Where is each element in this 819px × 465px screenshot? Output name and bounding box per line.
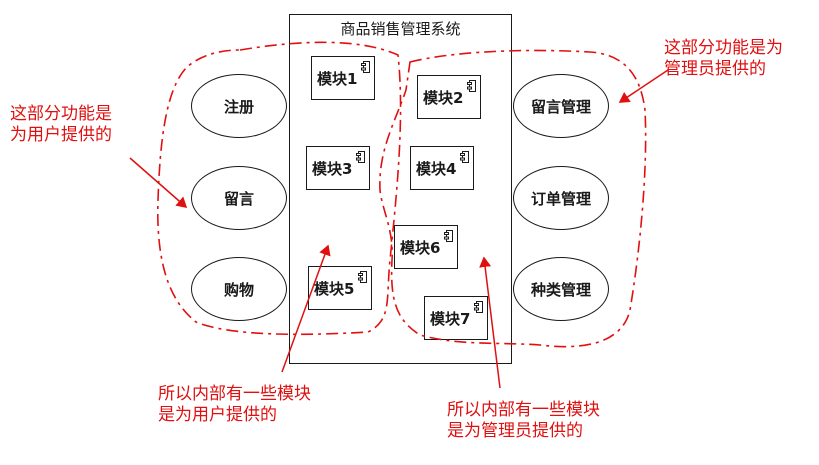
system-boundary xyxy=(289,14,512,364)
note-line: 是为管理员提供的 xyxy=(447,421,583,441)
component-icon xyxy=(358,271,367,283)
component-icon xyxy=(460,151,469,163)
usecase-label: 种类管理 xyxy=(530,280,591,299)
module-2[interactable]: 模块2 xyxy=(417,75,481,119)
module-label: 模块2 xyxy=(423,89,464,107)
note-user-side: 这部分功能是 为用户提供的 xyxy=(10,104,112,146)
usecase-category-management[interactable]: 种类管理 xyxy=(513,257,609,321)
arrow-admin-modules-note xyxy=(479,256,501,389)
component-icon xyxy=(474,301,483,313)
component-icon xyxy=(444,230,453,242)
component-icon xyxy=(467,80,476,92)
note-line: 管理员提供的 xyxy=(664,59,766,79)
note-line: 所以内部有一些模块 xyxy=(447,400,600,420)
usecase-label: 购物 xyxy=(223,280,254,299)
note-line: 是为用户提供的 xyxy=(158,405,277,425)
note-line: 这部分功能是 xyxy=(10,104,112,124)
user-region-outline xyxy=(156,41,402,336)
arrow-user-modules-note xyxy=(281,244,331,373)
module-7[interactable]: 模块7 xyxy=(424,296,488,340)
arrow-user-note xyxy=(129,157,188,208)
module-label: 模块1 xyxy=(317,70,358,88)
module-4[interactable]: 模块4 xyxy=(410,146,474,190)
usecase-label: 注册 xyxy=(223,97,254,116)
usecase-shopping[interactable]: 购物 xyxy=(191,257,287,321)
module-3[interactable]: 模块3 xyxy=(306,146,370,190)
module-label: 模块6 xyxy=(400,239,441,257)
usecase-message-management[interactable]: 留言管理 xyxy=(513,74,609,138)
module-label: 模块5 xyxy=(314,280,355,298)
arrow-admin-note xyxy=(618,69,669,103)
note-user-modules: 所以内部有一些模块 是为用户提供的 xyxy=(158,384,311,426)
note-admin-modules: 所以内部有一些模块 是为管理员提供的 xyxy=(447,400,600,442)
usecase-label: 留言管理 xyxy=(530,97,591,116)
usecase-label: 订单管理 xyxy=(530,189,591,208)
usecase-message[interactable]: 留言 xyxy=(191,166,287,230)
module-label: 模块4 xyxy=(416,160,457,178)
admin-region-outline xyxy=(379,49,647,348)
note-admin-side: 这部分功能是为 管理员提供的 xyxy=(664,38,783,80)
component-icon xyxy=(356,151,365,163)
module-label: 模块3 xyxy=(312,160,353,178)
note-line: 为用户提供的 xyxy=(10,125,112,145)
system-title: 商品销售管理系统 xyxy=(340,20,461,38)
usecase-order-management[interactable]: 订单管理 xyxy=(513,166,609,230)
module-6[interactable]: 模块6 xyxy=(394,225,458,269)
note-line: 这部分功能是为 xyxy=(664,38,783,58)
note-line: 所以内部有一些模块 xyxy=(158,384,311,404)
component-icon xyxy=(361,61,370,73)
usecase-label: 留言 xyxy=(223,189,254,208)
usecase-register[interactable]: 注册 xyxy=(191,74,287,138)
module-1[interactable]: 模块1 xyxy=(311,56,375,100)
module-label: 模块7 xyxy=(430,310,471,328)
